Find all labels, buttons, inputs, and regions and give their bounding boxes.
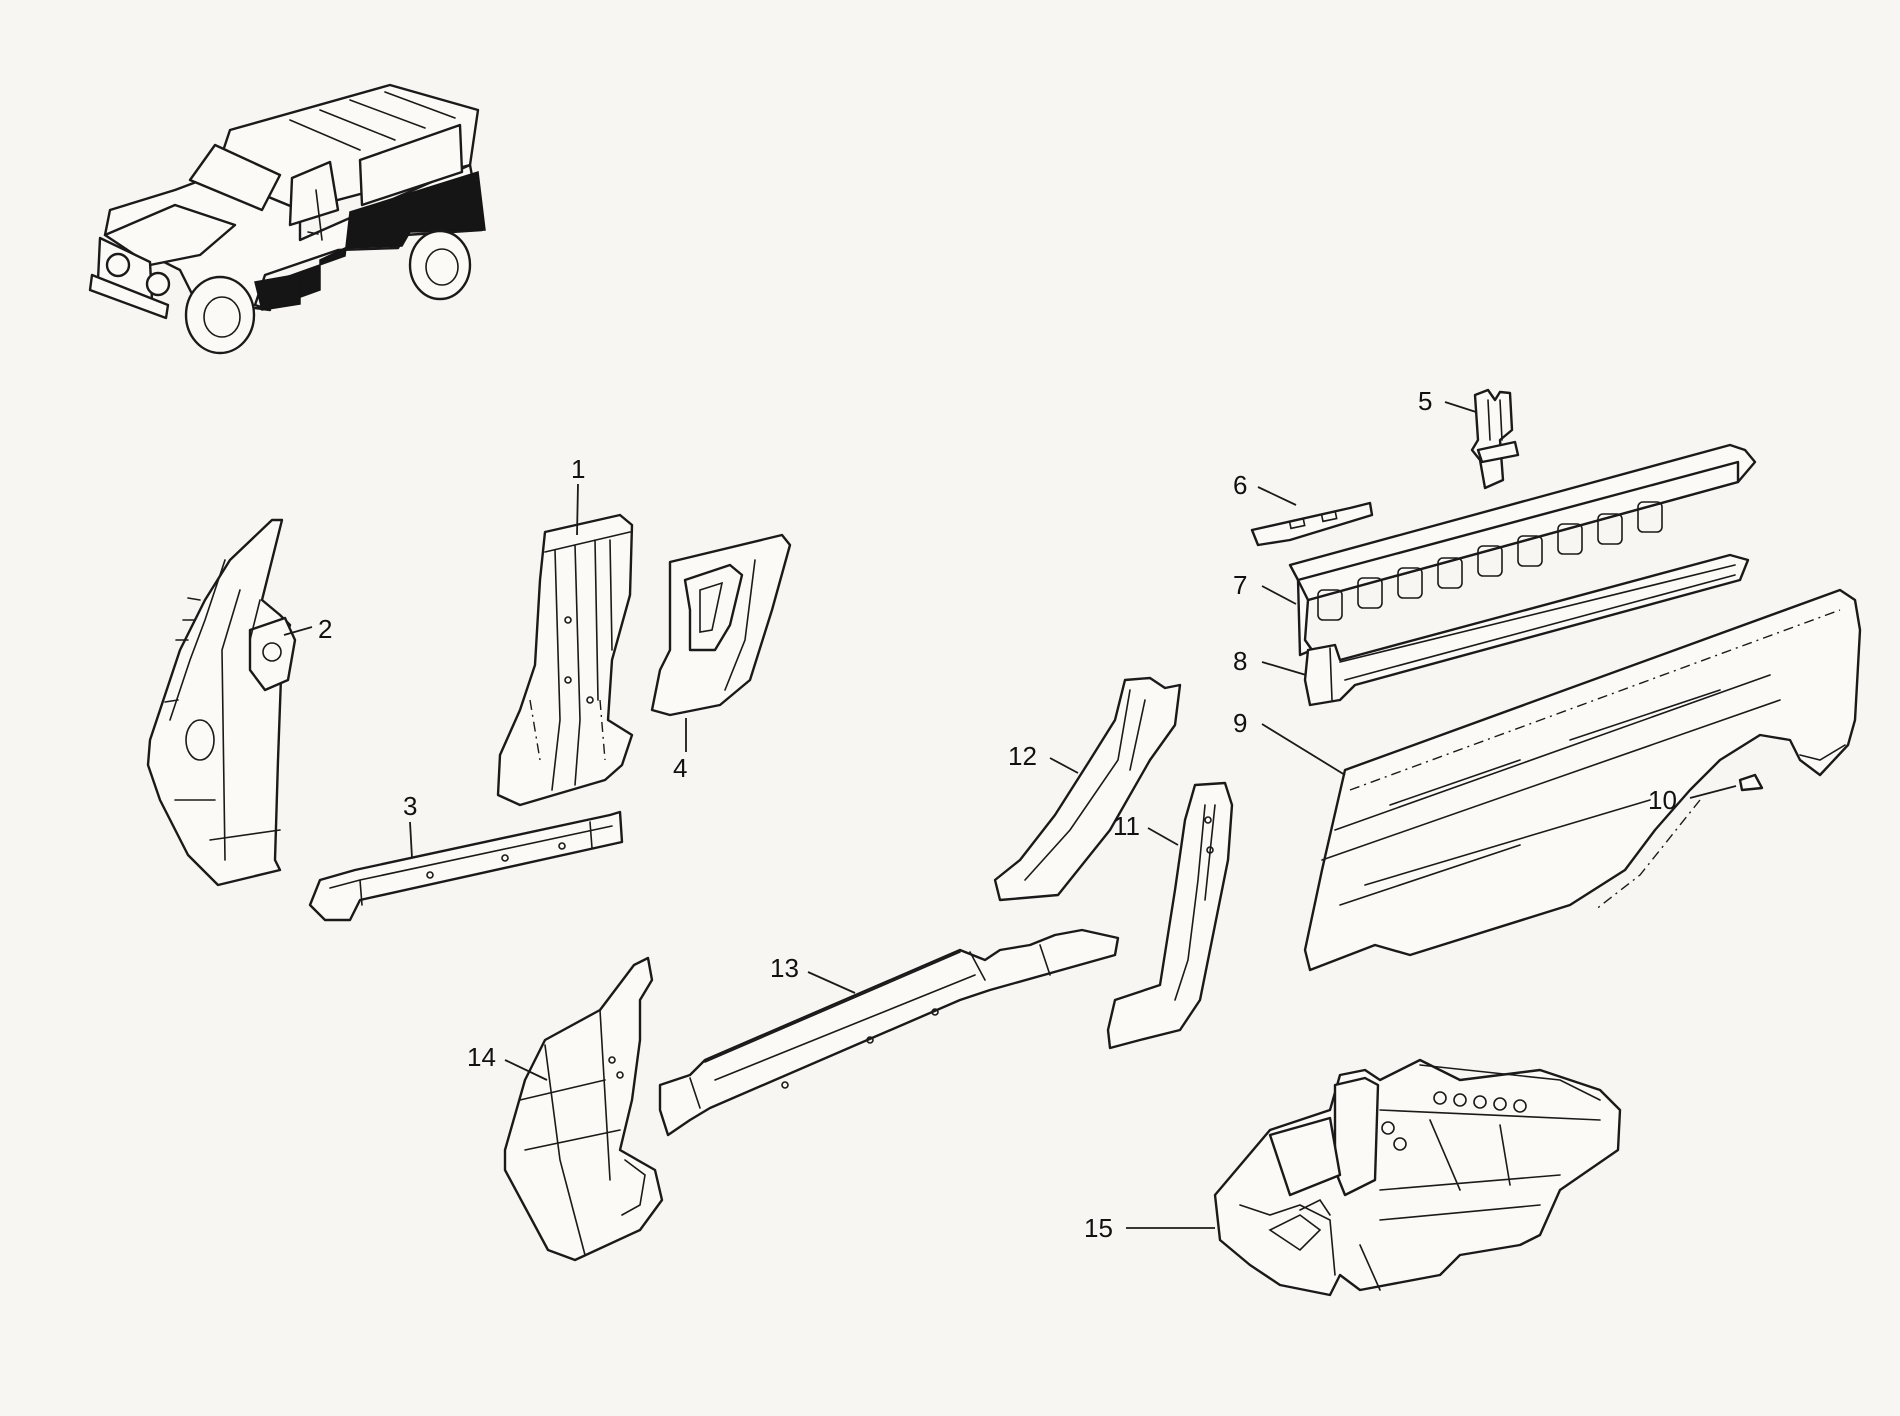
callout-7: 7 [1233, 570, 1247, 600]
part-5-mount-bracket [1470, 388, 1520, 490]
part-12-rear-inner-pillar [993, 676, 1182, 902]
part-10-clip [1738, 773, 1764, 792]
rail-openings [1317, 501, 1663, 621]
part-3-rocker-rail [308, 810, 624, 922]
vehicle-overview-illustration [88, 83, 486, 355]
part-2-a-pillar [146, 518, 297, 887]
part-8-sill-channel [1303, 553, 1750, 707]
callout-6: 6 [1233, 470, 1247, 500]
part-7-floor-rail [1288, 443, 1757, 657]
part-13-rocker-panel [658, 928, 1120, 1137]
callout-3: 3 [403, 791, 417, 821]
callout-13: 13 [770, 953, 799, 983]
callout-2: 2 [318, 614, 332, 644]
part-9-rear-quarter-panel [1303, 588, 1862, 972]
callout-8: 8 [1233, 646, 1247, 676]
part-11-rear-pillar [1106, 781, 1234, 1050]
part-1-b-pillar [496, 513, 634, 807]
callout-9: 9 [1233, 708, 1247, 738]
callout-5: 5 [1418, 386, 1432, 416]
part-4-pillar-brace [650, 533, 792, 717]
callout-4: 4 [673, 753, 687, 783]
callout-11: 11 [1113, 811, 1140, 841]
callout-labels: 1 2 3 4 5 6 7 8 9 10 11 12 13 14 15 [318, 386, 1677, 1243]
shell-floor-openings [1381, 1091, 1527, 1151]
part-14-front-lower-pillar [503, 956, 664, 1262]
callout-1: 1 [571, 454, 585, 484]
callout-14: 14 [467, 1042, 496, 1072]
callout-10: 10 [1648, 785, 1677, 815]
callout-12: 12 [1008, 741, 1037, 771]
callout-15: 15 [1084, 1213, 1113, 1243]
part-15-body-shell [1213, 1058, 1622, 1297]
callout-leaders [283, 401, 1737, 1229]
part-6-mounting-plate [1250, 501, 1374, 547]
